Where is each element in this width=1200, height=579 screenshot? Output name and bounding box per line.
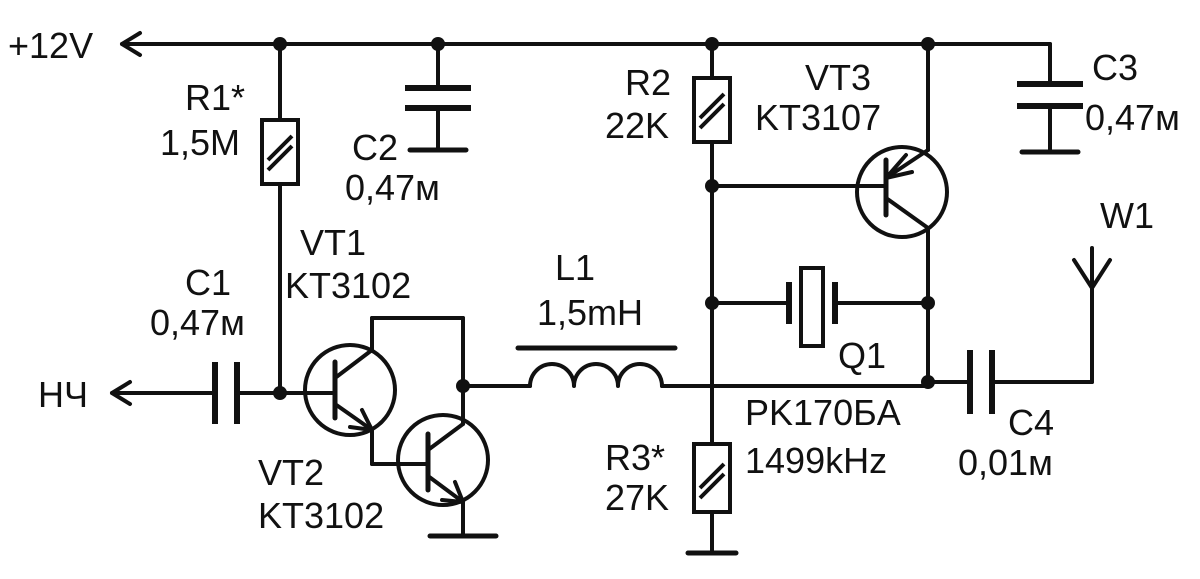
capacitor-c1 [110, 362, 305, 424]
c2-value: 0,47м [345, 167, 440, 208]
capacitor-c3 [1017, 81, 1083, 155]
antenna-w1 [1072, 246, 1112, 384]
c4-value: 0,01м [958, 442, 1053, 483]
vt2-type: KT3102 [258, 495, 384, 536]
q1-name: Q1 [838, 335, 886, 376]
transistor-vt2 [370, 316, 499, 539]
crystal-q1 [710, 266, 930, 348]
q1-frequency: 1499kHz [745, 440, 887, 481]
junction-dots [273, 37, 935, 400]
r1-name: R1* [185, 77, 245, 118]
c4-name: C4 [1008, 402, 1054, 443]
vt3-type: KT3107 [755, 97, 881, 138]
transistor-vt3 [710, 42, 949, 384]
r3-value: 27K [605, 477, 669, 518]
q1-type: PK170БA [745, 392, 901, 433]
r1-value: 1,5M [160, 122, 240, 163]
audio-out-label: НЧ [38, 374, 88, 415]
supply-label: +12V [8, 25, 93, 66]
resistor-r1 [260, 42, 300, 395]
capacitor-c2 [405, 42, 471, 153]
l1-name: L1 [555, 247, 595, 288]
c1-value: 0,47м [150, 302, 245, 343]
c3-value: 0,47м [1085, 97, 1180, 138]
r2-value: 22K [605, 105, 669, 146]
vt2-name: VT2 [258, 452, 324, 493]
c2-name: C2 [352, 127, 398, 168]
r3-name: R3* [605, 437, 665, 478]
l1-value: 1,5mH [537, 292, 643, 333]
inductor-l1 [461, 345, 930, 388]
vt3-name: VT3 [805, 57, 871, 98]
c3-name: C3 [1092, 47, 1138, 88]
antenna-label: W1 [1100, 195, 1154, 236]
transistor-vt1 [301, 316, 397, 437]
c1-name: C1 [185, 262, 231, 303]
resistor-r3 [685, 442, 739, 556]
supply-rail [120, 31, 1052, 86]
r2-name: R2 [625, 62, 671, 103]
vt1-type: KT3102 [285, 265, 411, 306]
vt1-name: VT1 [300, 222, 366, 263]
